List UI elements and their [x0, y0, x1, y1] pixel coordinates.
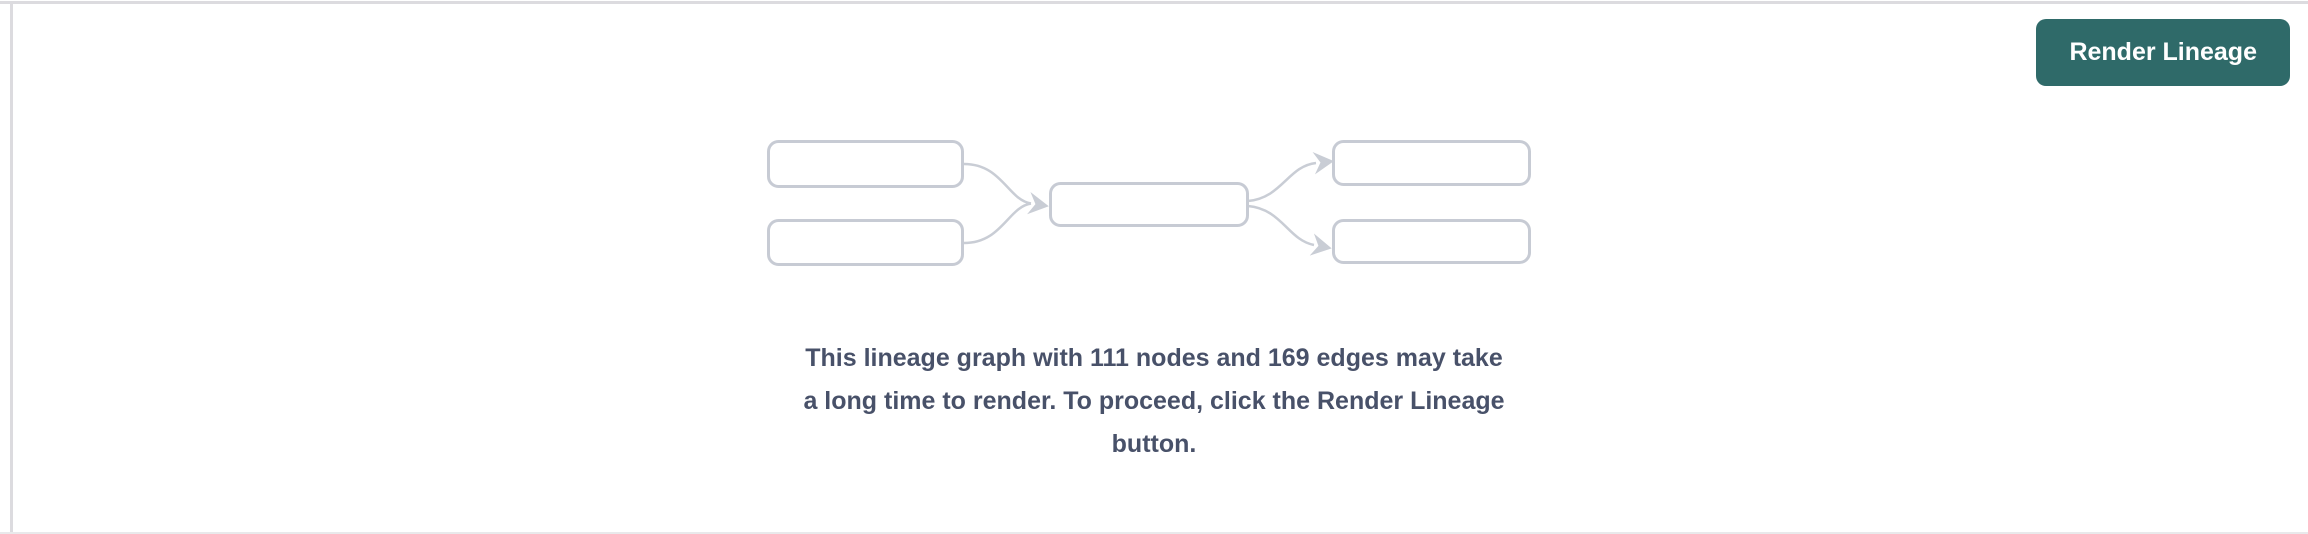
lineage-node-box-top-right	[1332, 140, 1531, 186]
panel-top-border	[0, 1, 2308, 4]
lineage-node-box-center	[1049, 182, 1249, 227]
lineage-node-box-bottom-right	[1332, 219, 1531, 264]
message-line-2: a long time to render. To proceed, click…	[803, 387, 1505, 415]
lineage-warning-message: This lineage graph with 111 nodes and 16…	[0, 337, 2308, 466]
lineage-edge-top-right	[1247, 152, 1334, 203]
lineage-graph-placeholder-icon	[767, 140, 1531, 266]
message-line-3: button.	[1111, 430, 1197, 458]
message-line-1: This lineage graph with 111 nodes and 16…	[805, 344, 1503, 372]
render-lineage-button[interactable]: Render Lineage	[2036, 19, 2290, 86]
lineage-edge-bottom-right	[1247, 204, 1332, 256]
lineage-node-box-top-left	[767, 140, 964, 188]
lineage-node-box-bottom-left	[767, 219, 964, 266]
lineage-edge-top-left	[963, 162, 1049, 215]
panel-left-divider	[10, 1, 13, 534]
lineage-edge-bottom-left	[963, 202, 1032, 245]
panel-bottom-border	[0, 532, 2308, 534]
